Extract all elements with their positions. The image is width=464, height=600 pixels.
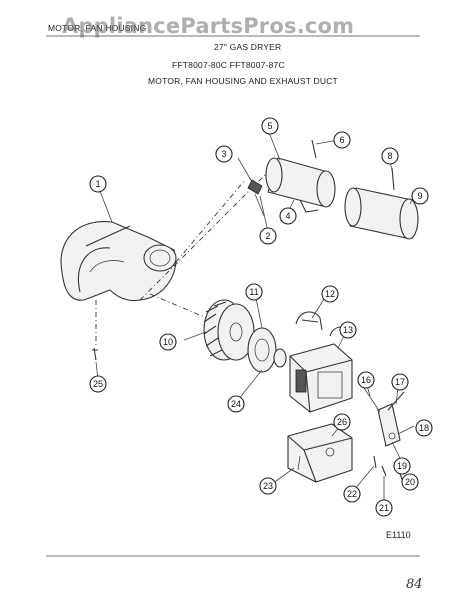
diagram-reference: E1110 bbox=[386, 530, 411, 540]
svg-text:10: 10 bbox=[163, 337, 173, 347]
callout-8: 8 bbox=[381, 147, 399, 165]
callout-25: 25 bbox=[89, 375, 107, 393]
section-title: MOTOR, FAN HOUSING bbox=[48, 23, 147, 33]
callout-19: 19 bbox=[393, 457, 411, 475]
svg-text:2: 2 bbox=[265, 231, 270, 241]
drive-motor bbox=[289, 326, 353, 413]
svg-text:4: 4 bbox=[285, 211, 290, 221]
exhaust-duct bbox=[265, 157, 336, 213]
callout-4: 4 bbox=[279, 207, 297, 225]
svg-text:5: 5 bbox=[267, 121, 272, 131]
svg-text:24: 24 bbox=[231, 399, 241, 409]
page-mark: 84 bbox=[406, 577, 423, 592]
callout-9: 9 bbox=[411, 187, 429, 205]
model-numbers: FFT8007-80C FFT8007-87C bbox=[172, 60, 285, 70]
svg-text:17: 17 bbox=[395, 377, 405, 387]
svg-text:3: 3 bbox=[221, 149, 226, 159]
diagram-title: MOTOR, FAN HOUSING AND EXHAUST DUCT bbox=[148, 76, 338, 86]
callout-10: 10 bbox=[159, 333, 177, 351]
callout-17: 17 bbox=[391, 373, 409, 391]
svg-text:8: 8 bbox=[387, 151, 392, 161]
svg-text:26: 26 bbox=[337, 417, 347, 427]
callout-23: 23 bbox=[259, 477, 277, 495]
motor-switch bbox=[363, 387, 405, 447]
callout-13: 13 bbox=[339, 321, 357, 339]
callout-5: 5 bbox=[261, 117, 279, 135]
callout-3: 3 bbox=[215, 145, 233, 163]
svg-text:12: 12 bbox=[325, 289, 335, 299]
svg-text:23: 23 bbox=[263, 481, 273, 491]
callout-2: 2 bbox=[259, 227, 277, 245]
callout-21: 21 bbox=[375, 499, 393, 517]
callout-16: 16 bbox=[357, 371, 375, 389]
callout-12: 12 bbox=[321, 285, 339, 303]
svg-text:20: 20 bbox=[405, 477, 415, 487]
motor-mount bbox=[287, 423, 353, 483]
product-title: 27" GAS DRYER bbox=[214, 42, 282, 52]
svg-text:9: 9 bbox=[417, 191, 422, 201]
blower-wheel bbox=[203, 299, 255, 361]
callout-20: 20 bbox=[401, 473, 419, 491]
callout-22: 22 bbox=[343, 485, 361, 503]
svg-text:19: 19 bbox=[397, 461, 407, 471]
svg-text:22: 22 bbox=[347, 489, 357, 499]
callout-18: 18 bbox=[415, 419, 433, 437]
seal-washer bbox=[247, 327, 287, 373]
svg-text:11: 11 bbox=[249, 287, 258, 297]
svg-text:6: 6 bbox=[339, 135, 344, 145]
watermark: AppliancePartsPros.com bbox=[62, 14, 355, 38]
svg-text:18: 18 bbox=[419, 423, 429, 433]
svg-text:21: 21 bbox=[379, 503, 389, 513]
svg-text:16: 16 bbox=[361, 375, 371, 385]
callout-26: 26 bbox=[333, 413, 351, 431]
callout-6: 6 bbox=[333, 131, 351, 149]
callout-1: 1 bbox=[89, 175, 107, 193]
duct-section bbox=[344, 187, 419, 240]
callout-11: 11 bbox=[245, 283, 263, 301]
motor-clip bbox=[295, 311, 323, 331]
svg-text:25: 25 bbox=[93, 379, 103, 389]
callout-24: 24 bbox=[227, 395, 245, 413]
fan-housing bbox=[60, 221, 177, 302]
svg-text:13: 13 bbox=[343, 325, 353, 335]
svg-text:1: 1 bbox=[95, 179, 100, 189]
duct-clamp bbox=[247, 179, 265, 217]
